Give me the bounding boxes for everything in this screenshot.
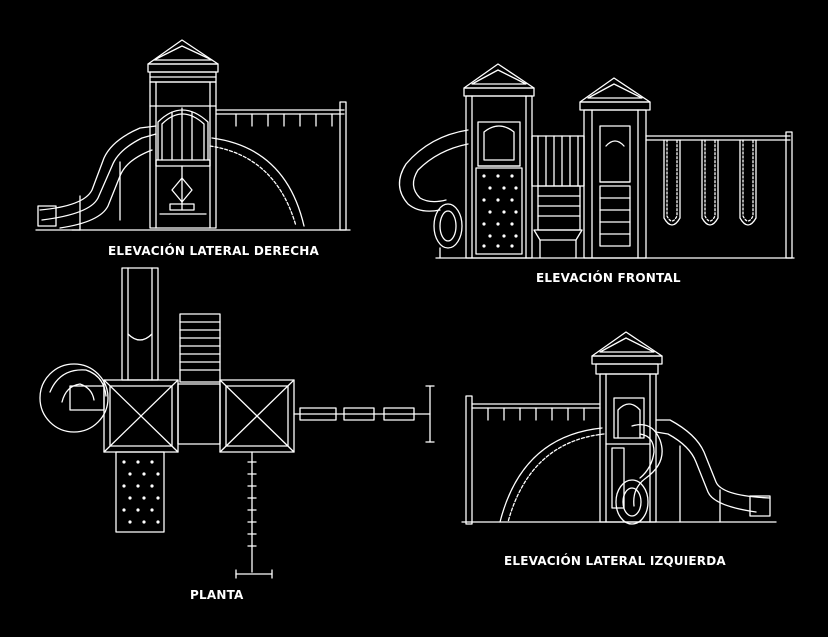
monkey-bar xyxy=(465,395,601,525)
plan-pole xyxy=(235,451,273,579)
plan-monkey-bar xyxy=(293,385,435,443)
tube-slide xyxy=(615,423,663,525)
spiral-arc xyxy=(209,137,305,227)
right-tower xyxy=(583,109,647,259)
plan-spiral-tube xyxy=(39,363,109,433)
slide xyxy=(37,125,157,231)
plan-slide xyxy=(121,267,159,381)
swing-set xyxy=(645,131,793,259)
plan-right-roof xyxy=(219,379,295,453)
caption-frontal: ELEVACIÓN FRONTAL xyxy=(536,271,681,285)
monkey-bar xyxy=(215,101,347,231)
stair xyxy=(537,185,581,231)
ladder xyxy=(599,185,631,247)
tube-slide xyxy=(398,129,469,259)
climbing-wall xyxy=(475,167,523,255)
caption-planta: PLANTA xyxy=(190,588,244,602)
plan-ladder xyxy=(179,313,221,383)
caption-lateral-derecha: ELEVACIÓN LATERAL DERECHA xyxy=(108,244,319,258)
tower xyxy=(599,373,657,523)
plan-deck xyxy=(177,383,221,445)
tower xyxy=(149,81,217,229)
middle-platform xyxy=(531,135,585,259)
left-tower xyxy=(465,95,533,259)
climbing-holds xyxy=(482,174,518,248)
left-tower-roof xyxy=(463,63,535,97)
view-frontal xyxy=(398,63,795,259)
tower-roof xyxy=(147,39,219,83)
caption-lateral-izquierda: ELEVACIÓN LATERAL IZQUIERDA xyxy=(504,554,726,568)
tower-roof xyxy=(591,331,663,375)
plan-left-roof xyxy=(103,379,179,453)
view-planta xyxy=(39,267,435,579)
slide xyxy=(655,419,771,523)
spiral-arc xyxy=(499,427,605,523)
plan-climbing-wall xyxy=(115,451,165,533)
view-lateral-izquierda xyxy=(461,331,777,525)
right-tower-roof xyxy=(579,77,651,111)
view-lateral-derecha xyxy=(35,39,351,231)
